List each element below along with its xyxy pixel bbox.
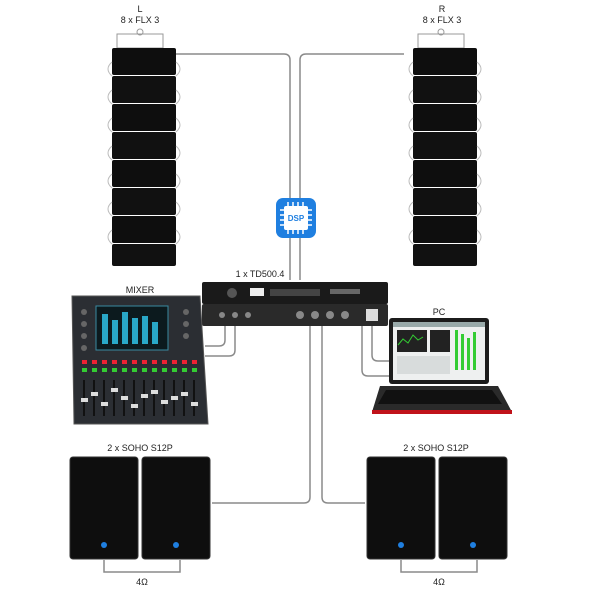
right-array-hoist-ring bbox=[437, 28, 445, 36]
left-array-cabinet bbox=[112, 104, 176, 131]
cable-left-subs-link bbox=[103, 560, 181, 573]
left-array-cabinet bbox=[112, 244, 176, 266]
right-array-side-label: R bbox=[438, 4, 446, 14]
right-array-cabinet bbox=[413, 48, 477, 75]
mixer-label: MIXER bbox=[125, 285, 155, 295]
right-subs-label: 2 x SOHO S12P bbox=[403, 443, 469, 453]
amplifier-rear-panel bbox=[202, 304, 388, 326]
dsp-chip-icon: DSP bbox=[276, 198, 316, 238]
right-array-cabinet bbox=[413, 76, 477, 103]
cables bbox=[103, 53, 478, 573]
right-array-cabinet bbox=[413, 132, 477, 159]
left-array-cabinet bbox=[112, 132, 176, 159]
right-subs-impedance: 4Ω bbox=[433, 577, 445, 587]
right-subwoofer-cabinet bbox=[438, 456, 508, 560]
left-array-cabinet bbox=[112, 76, 176, 103]
right-array-cabinet bbox=[413, 104, 477, 131]
left-array-cabinet bbox=[112, 160, 176, 187]
left-line-array bbox=[107, 28, 181, 266]
right-array-model-label: 8 x FLX 3 bbox=[422, 15, 462, 25]
cable-mixer-1 bbox=[205, 315, 236, 357]
right-array-cabinet bbox=[413, 216, 477, 243]
left-subwoofer-cabinet bbox=[69, 456, 139, 560]
left-subs-label: 2 x SOHO S12P bbox=[107, 443, 173, 453]
right-line-array bbox=[408, 28, 482, 266]
mixing-console bbox=[71, 295, 209, 425]
dsp-label: DSP bbox=[288, 214, 305, 223]
right-array-rigging-frame bbox=[417, 33, 465, 49]
left-array-hoist-ring bbox=[136, 28, 144, 36]
amplifier-unit bbox=[202, 282, 388, 326]
right-subwoofers bbox=[366, 456, 508, 560]
left-subs-impedance: 4Ω bbox=[136, 577, 148, 587]
cable-pc-2 bbox=[361, 325, 395, 377]
cable-pc-1 bbox=[371, 325, 395, 362]
left-array-rigging-frame bbox=[116, 33, 164, 49]
left-subwoofers bbox=[69, 456, 211, 560]
right-array-cabinet bbox=[413, 188, 477, 215]
laptop-pc bbox=[372, 318, 512, 414]
left-array-model-label: 8 x FLX 3 bbox=[120, 15, 160, 25]
right-subwoofer-cabinet bbox=[366, 456, 436, 560]
amplifier-label: 1 x TD500.4 bbox=[235, 269, 285, 279]
left-subwoofer-cabinet bbox=[141, 456, 211, 560]
cable-right-subs-link bbox=[400, 560, 478, 573]
right-array-cabinet bbox=[413, 244, 477, 266]
cable-amp-to-left-subs bbox=[212, 315, 311, 504]
cable-mixer-2 bbox=[205, 315, 226, 347]
left-array-cabinet bbox=[112, 216, 176, 243]
cable-amp-to-right-array bbox=[299, 53, 404, 280]
left-array-side-label: L bbox=[137, 4, 143, 14]
left-array-cabinet bbox=[112, 48, 176, 75]
left-array-cabinet bbox=[112, 188, 176, 215]
right-array-cabinet bbox=[413, 160, 477, 187]
cable-amp-to-right-subs bbox=[321, 315, 365, 504]
cable-amp-to-left-array bbox=[176, 53, 291, 280]
pc-label: PC bbox=[432, 307, 446, 317]
